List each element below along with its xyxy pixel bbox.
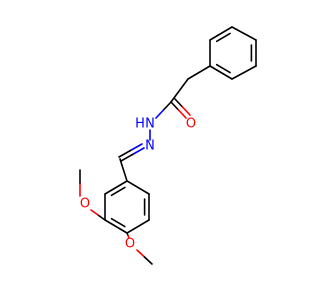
aryl-inner-bond-2 bbox=[110, 217, 126, 228]
aryl-bond-6 bbox=[104, 180, 128, 195]
methoxy-4-methyl-bond-b bbox=[143, 256, 153, 265]
imine-double-bond-2-a bbox=[129, 143, 143, 152]
methoxy-3-aryl-bond-a bbox=[97, 214, 106, 221]
imine-double-bond-1-b bbox=[120, 153, 134, 162]
methoxy-4-aryl-bond-b bbox=[127, 234, 130, 239]
amide-cn-bond-a bbox=[162, 101, 172, 111]
ch2-ring-bond bbox=[187, 65, 211, 80]
aryl-bond-4 bbox=[104, 219, 128, 234]
amide-cn-bond-b bbox=[155, 109, 165, 119]
methoxy-4-methyl-bond-a bbox=[136, 249, 146, 258]
phenyl-bond-4 bbox=[231, 65, 257, 80]
amide-nitrogen-label: N bbox=[145, 117, 155, 132]
methoxy-oxygen-3-label: O bbox=[80, 197, 90, 212]
atom-label-layer: O N H N O O bbox=[80, 117, 196, 252]
aryl-inner-bond-3 bbox=[110, 186, 126, 197]
phenyl-bond-2 bbox=[231, 26, 257, 41]
imine-double-bond-1-a bbox=[131, 147, 145, 156]
structure-canvas: O N H N O O bbox=[79, 26, 257, 265]
amide-hydrogen-label: H bbox=[135, 117, 145, 132]
carbonyl-double-bond-2-b bbox=[181, 106, 191, 116]
carbonyl-double-bond-1-a bbox=[170, 101, 180, 111]
methoxy-oxygen-4-label: O bbox=[125, 237, 135, 252]
phenyl-inner-bond-1 bbox=[215, 32, 231, 43]
phenyl-bond-1 bbox=[209, 26, 233, 41]
aryl-bond-3 bbox=[126, 219, 150, 234]
methoxy-3-aryl-bond-b bbox=[90, 209, 99, 216]
carbonyl-double-bond-2-a bbox=[174, 98, 184, 108]
carbonyl-oxygen-label: O bbox=[186, 117, 196, 132]
ch2-carbonyl-bond bbox=[170, 78, 189, 103]
carbonyl-double-bond-1-b bbox=[177, 109, 187, 119]
imine-double-bond-2-b bbox=[118, 149, 132, 158]
bond-layer bbox=[79, 26, 257, 265]
aryl-bond-1 bbox=[126, 180, 150, 195]
imine-nitrogen-label: N bbox=[145, 139, 155, 154]
phenyl-bond-5 bbox=[209, 65, 233, 80]
vinyl-aryl-bond bbox=[119, 158, 128, 182]
phenyl-inner-bond-3 bbox=[215, 63, 231, 74]
molecule-structure: O N H N O O bbox=[79, 26, 257, 265]
